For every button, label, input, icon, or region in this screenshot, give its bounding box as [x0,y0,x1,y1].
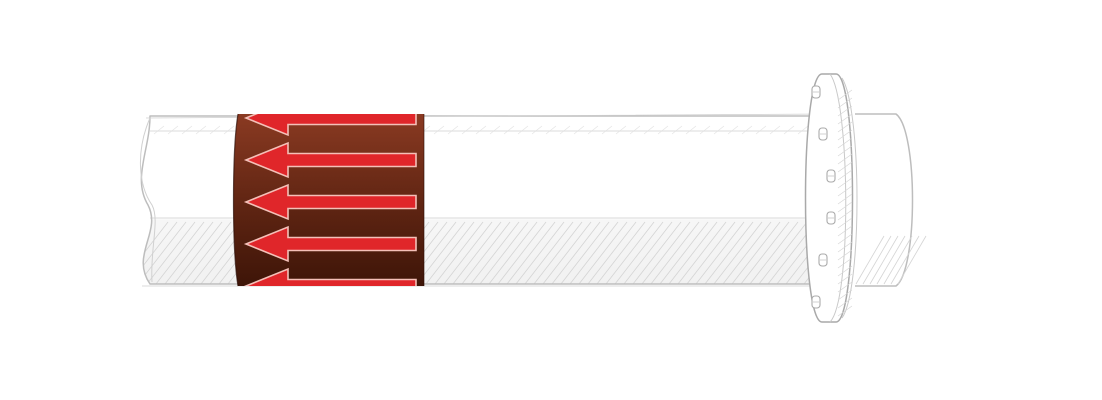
pipe-flange [804,72,858,324]
flow-arrows [243,114,417,286]
flange-bolt [818,253,828,267]
flange-bolt [826,211,836,225]
flange-bolt [811,85,821,99]
flow-arrow-left [243,141,417,179]
flow-arrow-left [243,183,417,221]
flow-arrow-left [243,114,417,137]
pipe-stub [855,113,927,287]
flow-arrow-left [243,267,417,286]
pipe-stub-hatch [855,235,927,285]
flow-arrow-left [243,225,417,263]
flow-label-band [232,113,425,287]
flange-hatch [837,89,853,317]
flange-bolt [818,127,828,141]
flange-bolt [826,169,836,183]
flange-bolt [811,295,821,309]
flange-bolts [811,85,836,309]
